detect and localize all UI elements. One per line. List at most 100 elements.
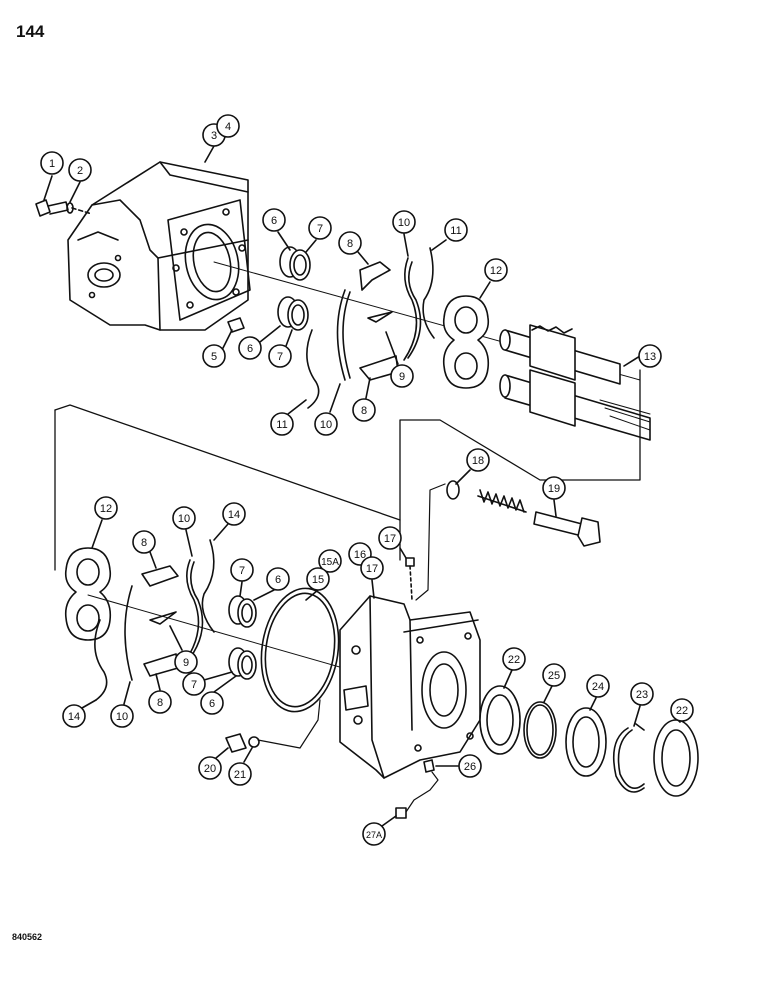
callout-6-upper: 6 bbox=[262, 208, 291, 251]
callout-5: 5 bbox=[202, 329, 233, 368]
callout-17: 17 bbox=[360, 556, 384, 599]
bushing-6-upper bbox=[279, 246, 311, 281]
svg-text:14: 14 bbox=[68, 711, 80, 723]
callout-18: 17 bbox=[378, 526, 407, 559]
svg-text:14: 14 bbox=[228, 509, 240, 521]
svg-text:5: 5 bbox=[211, 351, 217, 363]
svg-text:17: 17 bbox=[384, 533, 396, 545]
svg-text:10: 10 bbox=[398, 217, 410, 229]
callout-22: 21 bbox=[228, 747, 253, 786]
svg-text:19: 19 bbox=[548, 483, 560, 495]
svg-text:12: 12 bbox=[100, 503, 112, 515]
callout-20: 19 bbox=[542, 476, 566, 517]
callout-12-lower: 12 bbox=[91, 496, 118, 549]
washer-25 bbox=[565, 707, 607, 777]
callout-11-mid: 11 bbox=[270, 399, 307, 436]
svg-text:17: 17 bbox=[366, 563, 378, 575]
svg-text:10: 10 bbox=[178, 513, 190, 525]
o-ring-26 bbox=[523, 701, 557, 759]
svg-text:25: 25 bbox=[548, 670, 560, 682]
svg-text:16: 16 bbox=[354, 549, 366, 561]
callout-8-mid: 8 bbox=[352, 377, 376, 422]
callout-24: 23 bbox=[630, 682, 654, 727]
page-number: 144 bbox=[16, 22, 45, 41]
svg-text:10: 10 bbox=[320, 419, 332, 431]
ball-22 bbox=[248, 736, 260, 748]
svg-text:23: 23 bbox=[636, 689, 648, 701]
callout-27a: 27A bbox=[362, 815, 397, 846]
callout-23-right: 22 bbox=[670, 698, 694, 723]
callout-26: 25 bbox=[542, 663, 566, 703]
svg-text:21: 21 bbox=[234, 769, 246, 781]
callout-12-upper: 12 bbox=[479, 258, 508, 299]
callout-8-upper: 8 bbox=[338, 231, 369, 265]
svg-text:6: 6 bbox=[209, 698, 215, 710]
callout-10-bottom: 10 bbox=[110, 681, 134, 728]
callout-1: 1 bbox=[40, 151, 64, 201]
svg-text:22: 22 bbox=[508, 654, 520, 666]
svg-text:6: 6 bbox=[247, 343, 253, 355]
callout-2: 2 bbox=[68, 158, 92, 203]
wear-plate-12-upper bbox=[442, 295, 490, 389]
callout-25: 24 bbox=[586, 674, 610, 711]
callout-11-upper: 11 bbox=[431, 218, 468, 251]
cage-21 bbox=[225, 733, 247, 753]
callout-15a: 15A bbox=[318, 549, 342, 573]
callout-6-bottom: 6 bbox=[200, 675, 237, 715]
callout-8-bottom: 8 bbox=[148, 673, 172, 714]
svg-text:11: 11 bbox=[450, 225, 461, 237]
callout-14-upper: 14 bbox=[213, 502, 246, 541]
svg-text:8: 8 bbox=[361, 405, 367, 417]
svg-text:1: 1 bbox=[49, 158, 55, 170]
callout-14-lower: 14 bbox=[62, 699, 97, 728]
fitting-27 bbox=[423, 759, 435, 773]
pump-housing bbox=[67, 161, 251, 331]
spring bbox=[477, 489, 527, 513]
callout-10-upper: 10 bbox=[392, 210, 416, 257]
callout-4: 4 bbox=[216, 114, 240, 138]
callout-7-lower: 7 bbox=[230, 558, 254, 597]
callout-7-bottom: 7 bbox=[182, 671, 233, 696]
svg-text:4: 4 bbox=[225, 121, 231, 133]
seal-23-left bbox=[479, 685, 521, 755]
svg-text:15: 15 bbox=[312, 574, 324, 586]
callout-13: 13 bbox=[623, 344, 662, 368]
svg-text:20: 20 bbox=[204, 763, 216, 775]
wear-plate-12-lower bbox=[64, 547, 112, 641]
svg-text:7: 7 bbox=[317, 223, 323, 235]
svg-text:8: 8 bbox=[141, 537, 147, 549]
seal-group-upper bbox=[306, 247, 435, 409]
callout-6-mid: 6 bbox=[238, 325, 281, 360]
bushing-7-lower bbox=[277, 296, 309, 331]
gear-set-13 bbox=[499, 324, 651, 441]
svg-text:10: 10 bbox=[116, 711, 128, 723]
svg-text:26: 26 bbox=[464, 761, 476, 773]
svg-text:13: 13 bbox=[644, 351, 656, 363]
svg-text:15A: 15A bbox=[321, 557, 339, 568]
bolt-1 bbox=[35, 199, 69, 217]
svg-text:22: 22 bbox=[676, 705, 688, 717]
svg-text:27A: 27A bbox=[366, 830, 382, 840]
svg-text:9: 9 bbox=[183, 657, 189, 669]
svg-text:18: 18 bbox=[472, 455, 484, 467]
callout-19: 18 bbox=[455, 448, 490, 485]
svg-text:2: 2 bbox=[77, 165, 83, 177]
callout-7-upper: 7 bbox=[305, 216, 332, 253]
callout-9-upper: 9 bbox=[385, 331, 414, 388]
relief-valve-20 bbox=[533, 511, 601, 547]
svg-text:6: 6 bbox=[275, 574, 281, 586]
svg-text:3: 3 bbox=[211, 130, 217, 142]
figure-code: 840562 bbox=[12, 932, 43, 942]
plug-18 bbox=[405, 557, 415, 567]
callout-10-mid: 10 bbox=[314, 383, 341, 436]
svg-text:7: 7 bbox=[239, 565, 245, 577]
o-ring-15 bbox=[260, 587, 340, 713]
svg-text:9: 9 bbox=[399, 371, 405, 383]
callout-9-lower: 9 bbox=[169, 625, 198, 674]
mounting-flange bbox=[339, 595, 481, 779]
svg-text:7: 7 bbox=[191, 679, 197, 691]
callout-10-lower: 10 bbox=[172, 506, 196, 557]
callout-21: 20 bbox=[198, 747, 229, 780]
